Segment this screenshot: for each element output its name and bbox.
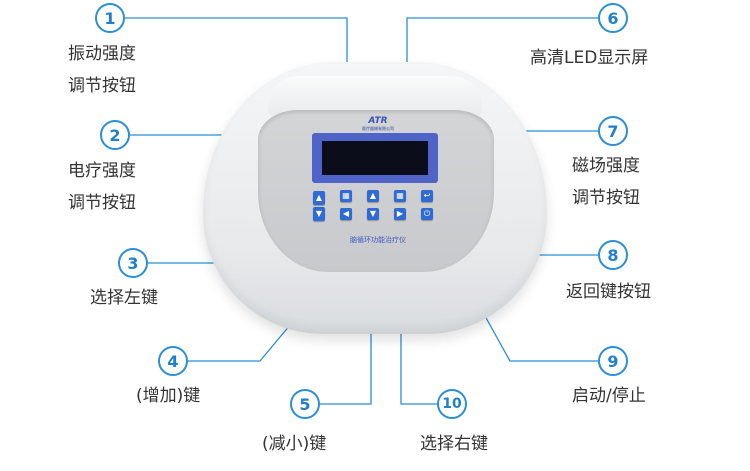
vibration-intensity-button[interactable]: ▦ [340,190,352,202]
callout-2-label: 电疗强度调节按钮 [68,161,136,213]
callout-9-badge: 9 [598,346,628,376]
callout-1-label: 振动强度调节按钮 [68,44,136,96]
decrease-button[interactable]: ▼ [367,208,379,220]
callout-3-label: 选择左键 [90,288,158,308]
callout-7-label: 磁场强度调节按钮 [572,156,640,208]
magnetic-intensity-button[interactable]: ▦ [394,190,406,202]
callout-1-badge: 1 [95,3,125,33]
led-screen [312,133,438,183]
callout-3-badge: 3 [118,248,148,278]
callout-10-badge: 10 [437,389,467,419]
callout-7-badge: 7 [598,116,628,146]
brand-logo: ATR 医疗器械有限公司 [362,116,394,131]
callout-8-label: 返回键按钮 [566,282,651,302]
select-right-button[interactable]: ▶ [394,208,406,220]
electro-intensity-down-button[interactable]: ▼ [313,207,325,221]
callout-6-label: 高清LED显示屏 [530,48,649,68]
callout-4-badge: 4 [158,346,188,376]
callout-4-label: (增加)键 [136,386,201,406]
select-left-button[interactable]: ◀ [340,208,352,220]
led-screen-display [322,141,428,175]
device-top-cover [268,76,482,116]
callout-10-label: 选择右键 [420,434,488,454]
callout-8-badge: 8 [598,240,628,270]
callout-6-badge: 6 [598,3,628,33]
electro-intensity-up-button[interactable]: ▲ [313,191,325,205]
start-stop-button[interactable]: ⏻ [421,208,433,220]
callout-5-label: (减小)键 [262,434,327,454]
callout-9-label: 启动/停止 [572,386,646,406]
back-button[interactable]: ↩ [421,190,433,202]
increase-button[interactable]: ▲ [367,190,379,202]
callout-2-badge: 2 [100,120,130,150]
callout-5-badge: 5 [290,389,320,419]
device-panel-text: 脑循环功能治疗仪 [350,236,406,244]
